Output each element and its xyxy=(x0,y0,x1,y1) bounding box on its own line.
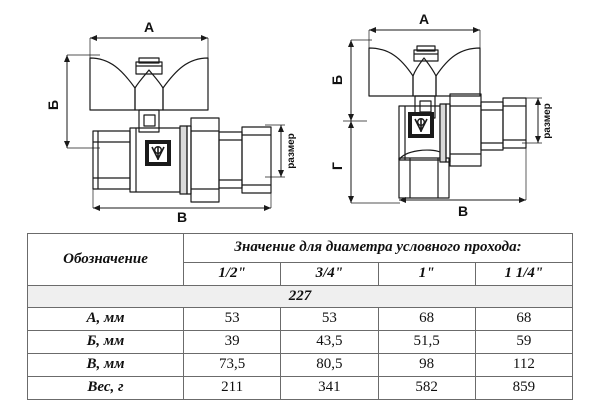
row-label-weight: Вес, г xyxy=(27,376,184,400)
dimension-label-a: А xyxy=(144,19,154,35)
table-header-row-1: Обозначение Значение для диаметра условн… xyxy=(27,233,573,286)
specification-table-wrapper: Обозначение Значение для диаметра условн… xyxy=(27,233,574,400)
cell-weight-3: 582 xyxy=(377,376,476,400)
dimension-razmer-line xyxy=(265,124,285,178)
cell-weight-1: 211 xyxy=(182,376,282,400)
valve-body xyxy=(398,93,527,199)
row-label-a: А, мм xyxy=(27,307,184,331)
dimension-v-line xyxy=(399,148,527,203)
dimension-a-line xyxy=(368,27,481,48)
dimension-label-b: Б xyxy=(329,75,345,85)
cell-v-2: 80,5 xyxy=(280,353,379,377)
header-size-1: 1/2" xyxy=(182,262,282,286)
cell-b-4: 59 xyxy=(474,330,574,354)
dimension-razmer-line xyxy=(522,97,542,144)
valve-body xyxy=(92,117,272,203)
cell-b-2: 43,5 xyxy=(280,330,379,354)
table-row: А, мм 53 53 68 68 xyxy=(27,307,574,331)
dimension-g-line xyxy=(348,121,400,204)
table-row: Б, мм 39 43,5 51,5 59 xyxy=(27,330,574,354)
cell-weight-4: 859 xyxy=(474,376,574,400)
row-label-v: В, мм xyxy=(27,353,184,377)
drawings-area: А Б В размер xyxy=(40,0,600,228)
header-size-3: 1" xyxy=(377,262,476,286)
cell-v-3: 98 xyxy=(377,353,476,377)
header-span-title: Значение для диаметра условного прохода: xyxy=(183,233,573,263)
cell-a-4: 68 xyxy=(474,307,574,331)
row-label-b: Б, мм xyxy=(27,330,184,354)
valve-brand-logo xyxy=(145,140,171,166)
dimension-label-g: Г xyxy=(329,162,345,170)
butterfly-handle xyxy=(368,45,481,97)
drawing-straight-valve: А Б В размер xyxy=(40,0,320,228)
cell-v-1: 73,5 xyxy=(182,353,282,377)
table-row: Вес, г 211 341 582 859 xyxy=(27,376,574,400)
dimension-a-line xyxy=(89,35,209,58)
header-size-4: 1 1/4" xyxy=(474,262,574,286)
table-model-row: 227 xyxy=(27,285,573,308)
cell-b-3: 51,5 xyxy=(377,330,476,354)
dimension-label-razmer: размер xyxy=(286,133,297,169)
header-size-2: 3/4" xyxy=(280,262,379,286)
specification-table: Обозначение Значение для диаметра условн… xyxy=(27,233,574,400)
cell-a-1: 53 xyxy=(182,307,282,331)
dimension-label-razmer: размер xyxy=(542,103,553,139)
dimension-label-v: В xyxy=(177,209,187,225)
cell-weight-2: 341 xyxy=(280,376,379,400)
valve-stem xyxy=(138,109,160,133)
dimension-label-v: В xyxy=(458,203,468,219)
butterfly-handle xyxy=(89,57,209,111)
cell-a-3: 68 xyxy=(377,307,476,331)
dimension-label-b: Б xyxy=(45,100,61,110)
model-number: 227 xyxy=(27,285,573,308)
cell-b-1: 39 xyxy=(182,330,282,354)
dimension-label-a: А xyxy=(419,11,429,27)
header-designation: Обозначение xyxy=(27,233,184,286)
cell-a-2: 53 xyxy=(280,307,379,331)
table-row: В, мм 73,5 80,5 98 112 xyxy=(27,353,574,377)
drawing-angle-valve: А Б Г В размер xyxy=(310,0,600,228)
dimension-b-line xyxy=(64,54,100,149)
valve-brand-logo xyxy=(408,112,434,138)
cell-v-4: 112 xyxy=(474,353,574,377)
dimension-b-line xyxy=(343,39,372,122)
